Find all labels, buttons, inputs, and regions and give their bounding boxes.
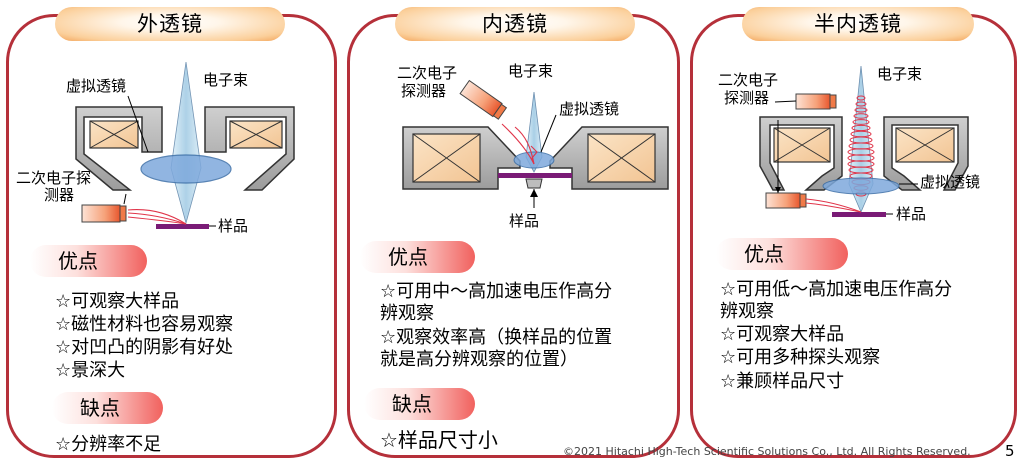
semi-in-lens-diagram <box>759 65 969 217</box>
label-detector-line1: 二次电子探 <box>16 169 92 187</box>
pro-item: ☆磁性材料也容易观察 <box>55 314 234 335</box>
right-pole-piece <box>883 116 969 191</box>
pro-item: 辨观察 <box>720 301 774 322</box>
pro-item: ☆对凹凸的阴影有好处 <box>55 337 234 358</box>
detector <box>459 79 508 120</box>
secondary-electron-paths <box>805 198 862 213</box>
detector-face <box>119 205 127 222</box>
right-coil <box>895 127 955 163</box>
sample <box>832 212 886 217</box>
label-electron-beam: 电子束 <box>203 71 249 89</box>
label-detector-line2: 探测器 <box>401 82 447 100</box>
panel-semi-in-lens <box>690 14 1017 458</box>
left-pole-piece <box>75 106 163 191</box>
sample <box>156 224 209 229</box>
pro-item: ☆兼顾样品尺寸 <box>720 371 845 392</box>
label-detector-line2: 测器 <box>44 186 75 204</box>
right-coil <box>229 120 283 149</box>
virtual-lens <box>513 151 555 169</box>
label-sample: 样品 <box>509 212 540 230</box>
label-virtual-lens: 虚拟透镜 <box>559 100 620 118</box>
cons-tag: 缺点 <box>52 392 163 424</box>
secondary-electron-paths <box>501 123 538 165</box>
panel-in-lens <box>347 14 680 458</box>
pros-tag: 优点 <box>30 245 147 277</box>
panel-title-semi-in-lens: 半内透镜 <box>742 7 974 41</box>
pro-item: 就是高分辨观察的位置） <box>380 349 578 370</box>
panel-out-lens <box>6 14 337 458</box>
pro-item: ☆可观察大样品 <box>720 324 845 345</box>
pro-item: ☆可用多种探头观察 <box>720 347 881 368</box>
label-detector-line1: 二次电子 <box>718 71 779 89</box>
copyright-footer: ©2021 Hitachi High-Tech Scientific Solut… <box>563 445 971 458</box>
left-coil <box>89 120 139 149</box>
label-detector-line2: 探测器 <box>724 89 770 107</box>
panel-title-out-lens: 外透镜 <box>55 7 285 41</box>
secondary-electron-paths <box>127 209 187 225</box>
right-coil <box>587 133 656 183</box>
left-pole-piece <box>759 116 843 191</box>
left-coil <box>412 133 481 183</box>
pros-tag: 优点 <box>360 241 475 273</box>
pro-item: ☆观察效率高（换样品的位置 <box>380 327 613 348</box>
label-detector-line1: 二次电子 <box>397 64 458 82</box>
con-item: ☆分辨率不足 <box>55 434 162 455</box>
pro-item: ☆可用低～高加速电压作高分 <box>720 279 953 300</box>
virtual-lens <box>140 154 232 184</box>
con-item: ☆样品尺寸小 <box>380 428 498 452</box>
label-electron-beam: 电子束 <box>877 65 923 83</box>
cons-tag: 缺点 <box>364 388 475 420</box>
in-lens-diagram <box>402 79 669 208</box>
label-sample: 样品 <box>896 205 927 223</box>
pro-item: ☆景深大 <box>55 360 126 381</box>
panel-title-in-lens: 内透镜 <box>395 7 635 41</box>
label-electron-beam: 电子束 <box>508 62 554 80</box>
label-virtual-lens: 虚拟透镜 <box>66 77 127 95</box>
left-coil <box>773 127 831 163</box>
pro-item: 辨观察 <box>380 303 434 324</box>
out-lens-diagram <box>75 61 295 229</box>
right-pole-piece <box>204 106 295 191</box>
lower-detector <box>765 192 807 209</box>
pros-tag: 优点 <box>716 238 848 270</box>
pro-item: ☆可用中～高加速电压作高分 <box>380 281 613 302</box>
page-number: 5 <box>1005 442 1015 460</box>
pro-item: ☆可观察大样品 <box>55 291 180 312</box>
upper-detector <box>795 93 837 110</box>
virtual-lens <box>822 177 900 195</box>
label-virtual-lens: 虚拟透镜 <box>920 173 981 191</box>
sample <box>498 173 572 178</box>
label-sample: 样品 <box>218 217 249 235</box>
sample-holder <box>525 178 543 189</box>
